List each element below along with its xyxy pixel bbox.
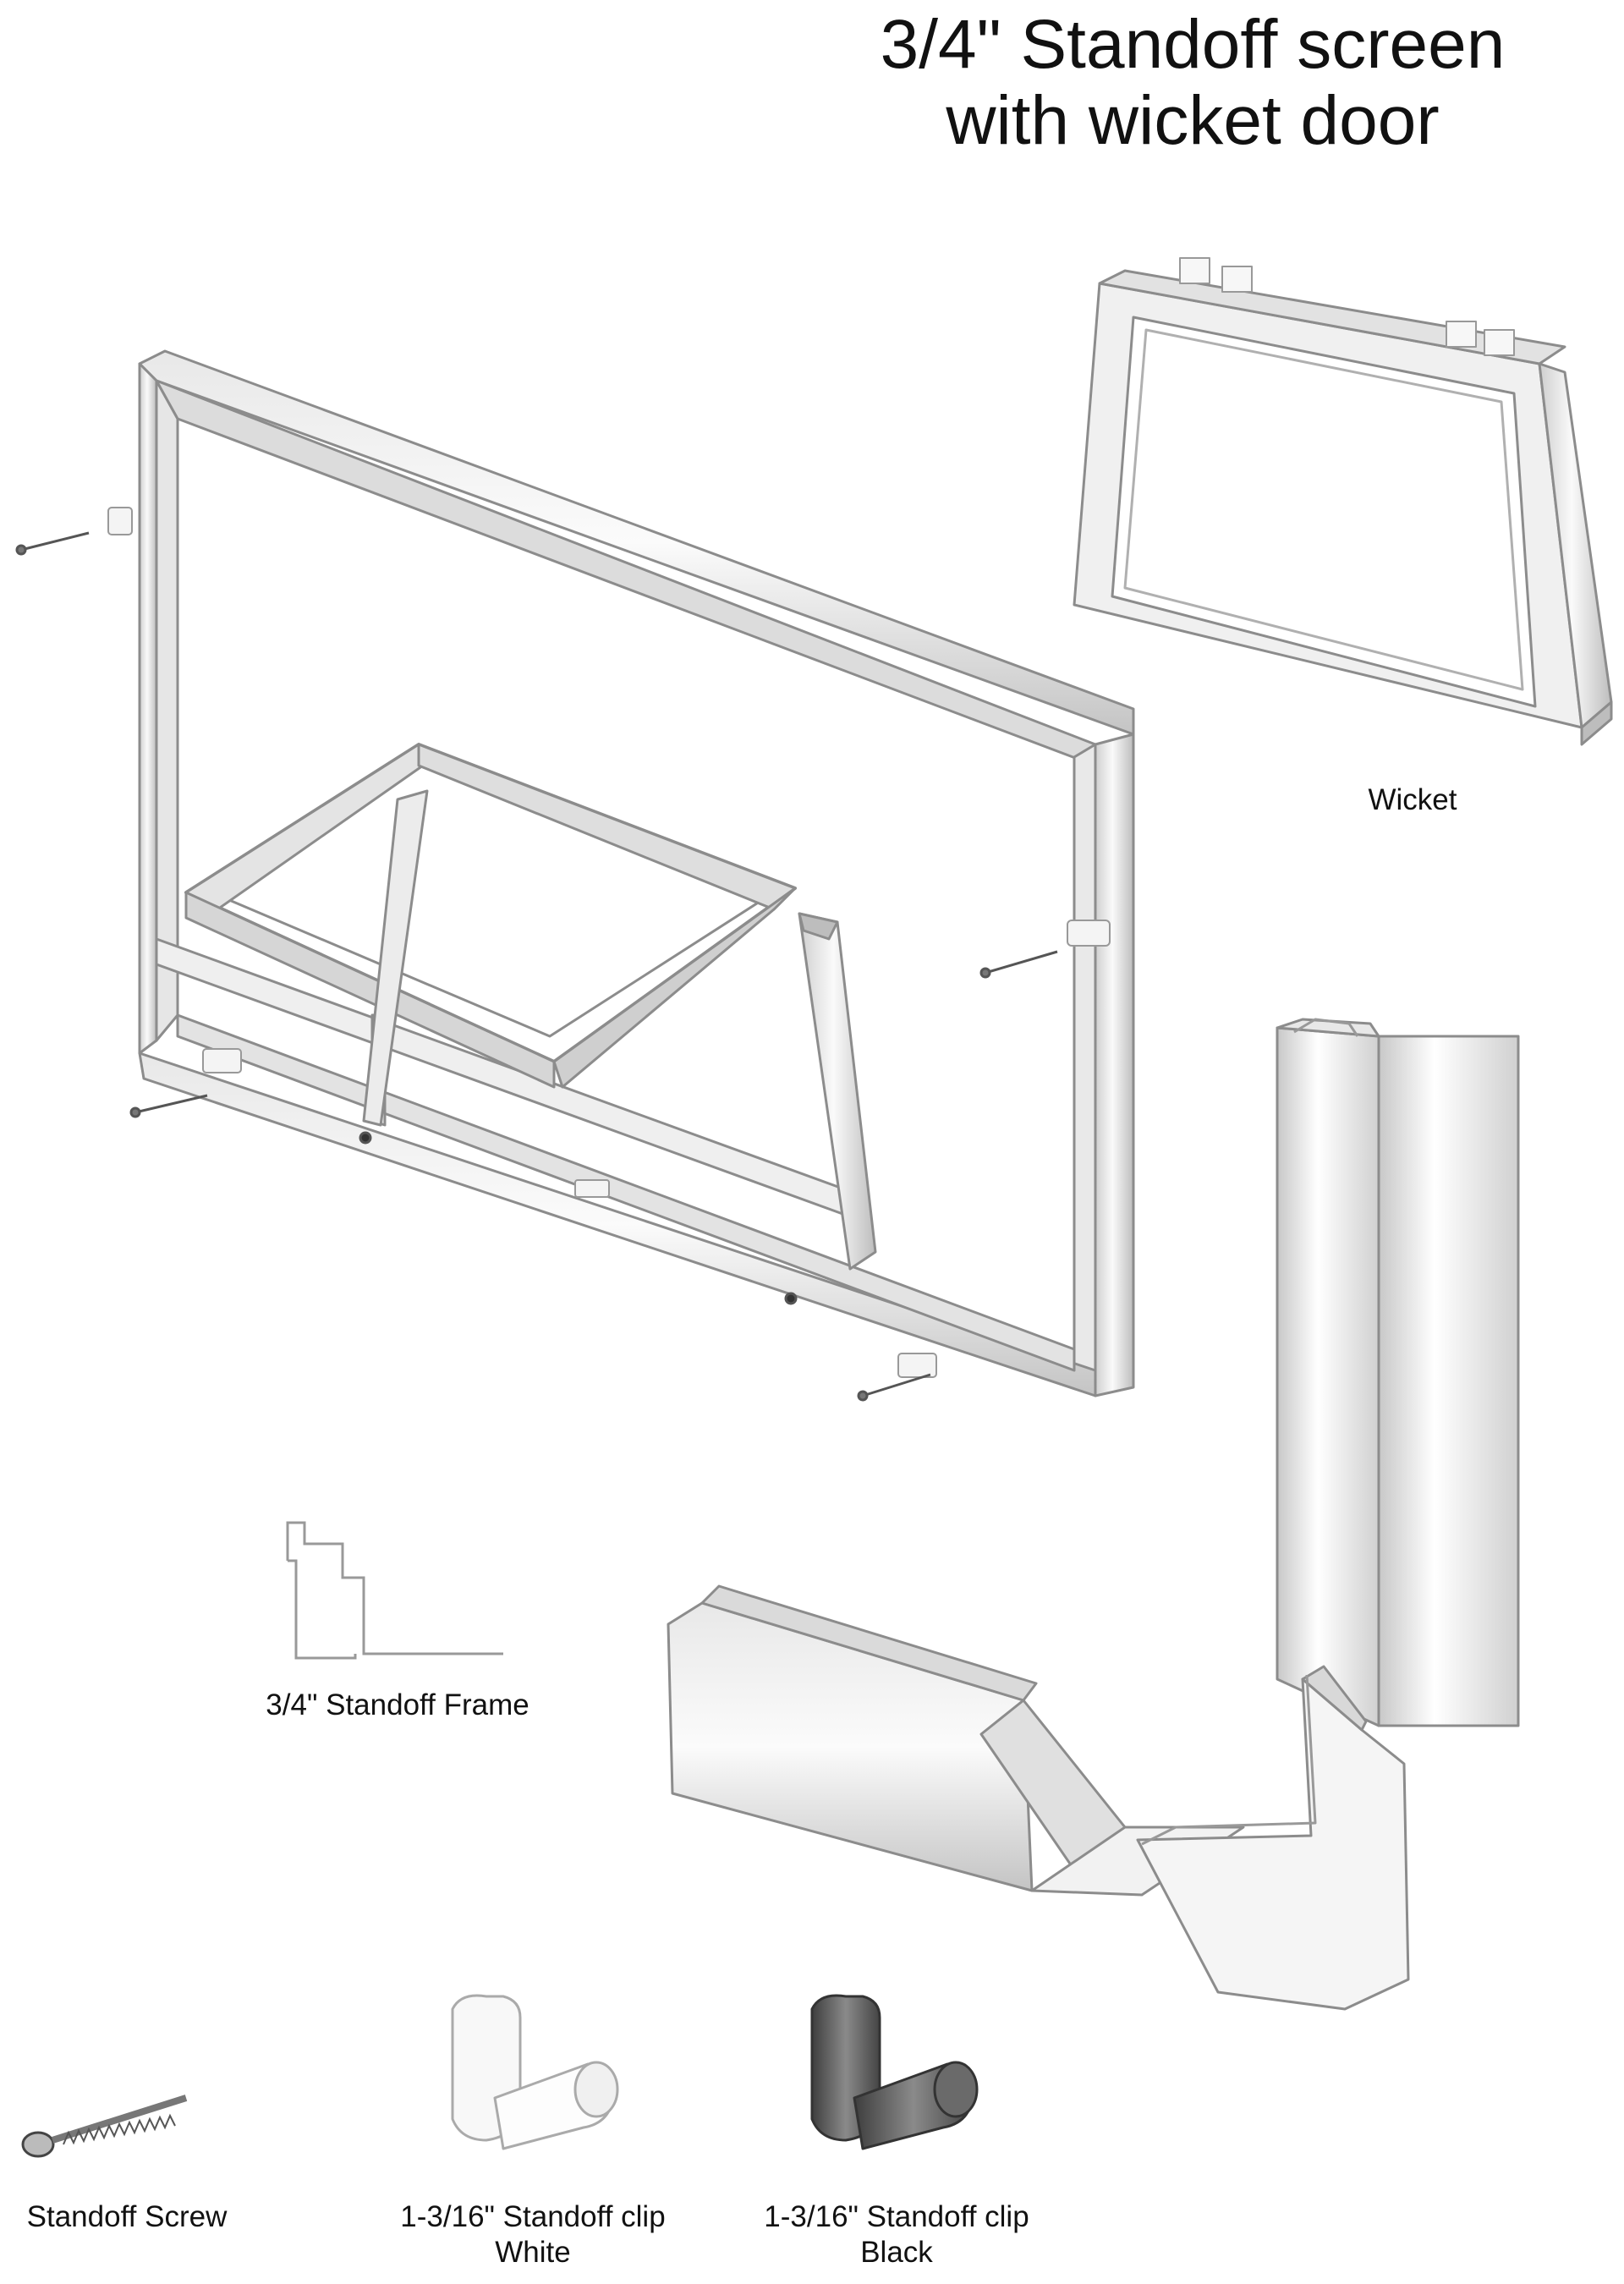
wicket-part [1073,257,1613,746]
label-standoff-screw: Standoff Screw [26,2200,228,2233]
label-clip-black-line2: Black [860,2236,933,2269]
screen-frame-assembly [138,349,1135,1397]
label-clip-black: 1-3/16" Standoff clip Black [736,2199,1057,2270]
label-clip-white: 1-3/16" Standoff clip White [372,2199,694,2270]
standoff-frame-profile [286,1521,503,1660]
frame-right-stile [1094,733,1135,1397]
clip-upper-left [107,507,133,535]
clip-lower-left [202,1048,242,1073]
clip-right-mid [1067,920,1111,947]
title-line-2: with wicket door [946,82,1440,159]
frame-bottom-rail [138,1051,1097,1397]
wicket-clip-2 [1221,266,1253,293]
corner-bracket [1136,1677,1410,2011]
label-clip-white-line2: White [495,2236,571,2269]
label-standoff-frame: 3/4" Standoff Frame [266,1688,529,1721]
diagram-title: 3/4" Standoff screen with wicket door [770,7,1616,159]
standoff-clip-white [451,1994,619,2150]
label-wicket: Wicket [1368,783,1457,816]
wicket-clip-1 [1179,257,1210,284]
corner-bracket-assembly [667,1584,1410,2011]
wicket-clip-3 [1446,321,1477,348]
frame-clips [107,507,1111,1378]
label-clip-black-line1: 1-3/16" Standoff clip [764,2200,1029,2233]
frame-screws [15,531,1058,1402]
label-clip-white-line1: 1-3/16" Standoff clip [400,2200,666,2233]
wicket-door-open [184,743,877,1271]
clip-bottom-right [897,1353,937,1378]
standoff-post-extrusion [1276,1018,1520,1727]
frame-left-stile [138,362,158,1055]
clip-bottom-center [574,1179,610,1198]
wicket-clip-4 [1484,329,1515,356]
standoff-clip-black [810,1994,979,2150]
standoff-screw [21,2095,188,2158]
title-line-1: 3/4" Standoff screen [880,6,1506,83]
frame-top-rail [138,349,1135,736]
